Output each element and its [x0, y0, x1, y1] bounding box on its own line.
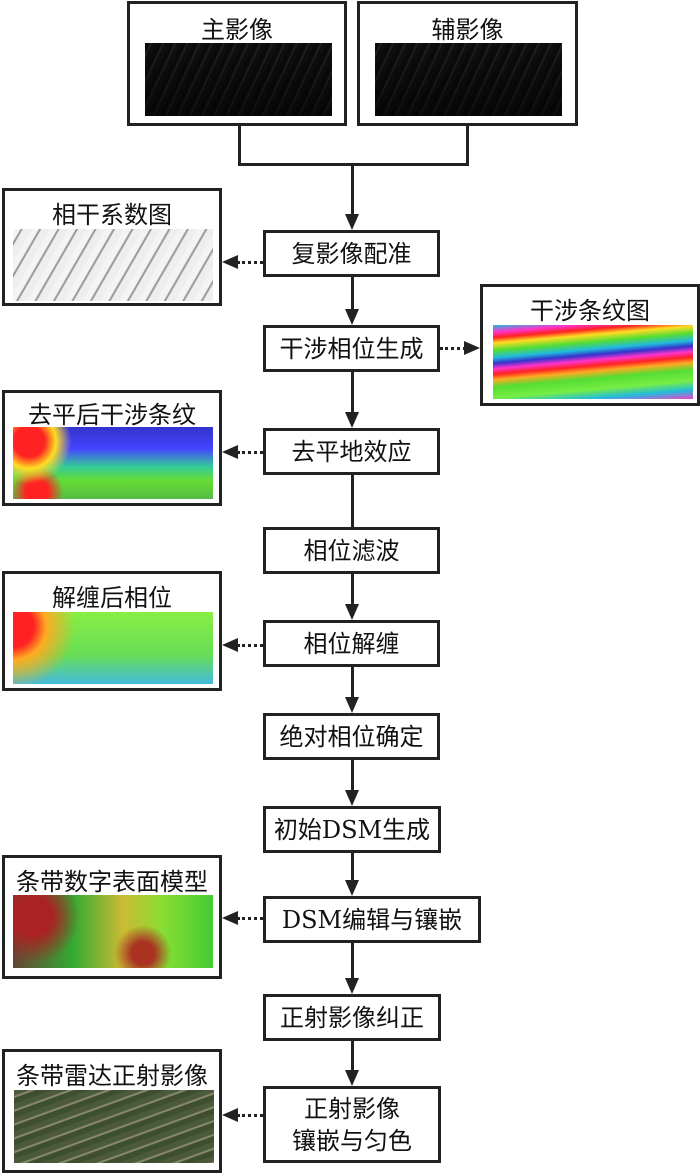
step-ortho-mosaic-balancing: 正射影像 镶嵌与匀色: [263, 1086, 441, 1163]
arrow-left-icon: [222, 445, 238, 459]
unwrapped-phase-image: [13, 612, 213, 684]
step-label-line1: 正射影像: [304, 1094, 400, 1123]
strip-dsm-image: [13, 895, 213, 968]
interferogram-image: [493, 325, 693, 399]
strip-ortho-box: 条带雷达正射影像: [2, 1049, 222, 1173]
master-image-label: 主影像: [201, 16, 273, 44]
step-coregistration: 复影像配准: [263, 230, 440, 277]
flattened-fringe-box: 去平后干涉条纹: [2, 390, 222, 506]
step-unwrapping: 相位解缠: [263, 620, 440, 667]
connector: [351, 475, 354, 527]
dotted-connector: [237, 644, 263, 647]
step-interferogram: 干涉相位生成: [263, 325, 440, 372]
step-dsm-edit-mosaic: DSM编辑与镶嵌: [263, 896, 481, 943]
arrow-down-icon: [345, 309, 359, 325]
arrow-down-icon: [345, 604, 359, 620]
slave-image-box: 辅影像: [357, 1, 578, 126]
dotted-connector: [237, 1114, 263, 1117]
coherence-map-box: 相干系数图: [2, 188, 222, 306]
arrow-left-icon: [222, 911, 238, 925]
unwrapped-phase-label: 解缠后相位: [52, 584, 172, 612]
coherence-map-label: 相干系数图: [52, 201, 172, 229]
arrow-down-icon: [345, 412, 359, 428]
connector: [466, 125, 469, 165]
arrow-down-icon: [345, 978, 359, 994]
dotted-connector: [440, 347, 466, 350]
connector: [351, 667, 354, 698]
slave-image-label: 辅影像: [431, 16, 504, 44]
arrow-right-icon: [464, 341, 480, 355]
strip-dsm-box: 条带数字表面模型: [2, 855, 222, 979]
master-sar-image: [145, 43, 332, 116]
arrow-down-icon: [345, 880, 359, 896]
step-flat-earth: 去平地效应: [263, 428, 440, 475]
dotted-connector: [237, 451, 263, 454]
flattened-fringe-label: 去平后干涉条纹: [28, 401, 196, 429]
dotted-connector: [237, 261, 263, 264]
arrow-left-icon: [222, 1108, 238, 1122]
connector: [351, 1041, 354, 1071]
strip-ortho-label: 条带雷达正射影像: [16, 1062, 208, 1090]
connector: [238, 125, 241, 165]
connector: [351, 760, 354, 791]
step-initial-dsm: 初始DSM生成: [263, 806, 441, 853]
step-label-line2: 镶嵌与匀色: [292, 1126, 412, 1155]
connector: [351, 372, 354, 413]
interferogram-label: 干涉条纹图: [530, 297, 650, 325]
unwrapped-phase-box: 解缠后相位: [2, 571, 222, 691]
arrow-down-icon: [345, 790, 359, 806]
connector: [351, 163, 354, 215]
step-filtering: 相位滤波: [263, 527, 440, 574]
connector: [351, 853, 354, 881]
master-image-box: 主影像: [127, 1, 347, 126]
arrow-left-icon: [222, 638, 238, 652]
coherence-map-image: [13, 229, 213, 301]
connector: [351, 943, 354, 979]
interferogram-box: 干涉条纹图: [480, 284, 700, 406]
strip-dsm-label: 条带数字表面模型: [16, 868, 208, 896]
step-absolute-phase: 绝对相位确定: [263, 713, 440, 760]
step-ortho-rectification: 正射影像纠正: [263, 994, 441, 1041]
arrow-down-icon: [345, 1070, 359, 1086]
connector: [351, 574, 354, 605]
strip-ortho-image: [14, 1090, 214, 1163]
flattened-fringe-image: [13, 427, 213, 499]
connector: [351, 277, 354, 310]
arrow-down-icon: [345, 697, 359, 713]
arrow-down-icon: [345, 214, 359, 230]
arrow-left-icon: [222, 255, 238, 269]
dotted-connector: [237, 917, 263, 920]
slave-sar-image: [375, 43, 562, 116]
